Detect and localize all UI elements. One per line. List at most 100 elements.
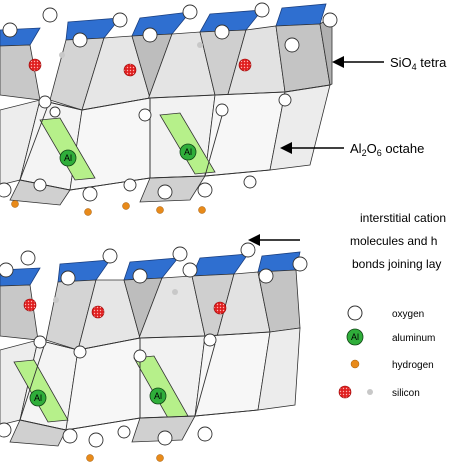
oxygen-atom [254, 2, 270, 18]
oxygen-atom [20, 250, 36, 266]
aluminum-atom-label: Al [34, 393, 42, 403]
upper-oxygen-atoms [0, 2, 338, 202]
oxygen-atom [60, 270, 76, 286]
hydrogen-atom [122, 202, 130, 210]
legend-aluminum-icon [346, 328, 364, 346]
oxygen-atom [62, 428, 78, 444]
sio4-label: SiO4 tetra [390, 55, 447, 72]
legend-hydrogen-icon [350, 359, 360, 369]
hydrogen-atom [84, 208, 92, 216]
upper-edges [19, 84, 331, 191]
oxygen-atom [42, 7, 58, 23]
oxygen-atom [240, 242, 256, 258]
silicon-atom [28, 58, 42, 72]
oxygen-atom [82, 186, 98, 202]
upper-aluminum-atoms: Al Al [59, 143, 197, 167]
oxygen-atom [33, 335, 47, 349]
legend-silicon-hidden-icon [367, 389, 373, 395]
oxygen-atom [292, 256, 308, 272]
oxygen-atom [132, 268, 148, 284]
legend-aluminum-symbol: Al [351, 332, 359, 342]
oxygen-atom [172, 246, 188, 262]
oxygen-atom [38, 95, 52, 109]
oxygen-atom [197, 426, 213, 442]
silicon-atom-hidden [53, 297, 59, 303]
oxygen-atom [102, 248, 118, 264]
silicon-atom [91, 305, 105, 319]
legend-silicon-label: silicon [392, 388, 420, 399]
oxygen-atom [322, 12, 338, 28]
oxygen-atom [258, 268, 274, 284]
arrow-al2o6 [280, 142, 344, 154]
legend-hydrogen-label: hydrogen [392, 360, 434, 371]
oxygen-atom [112, 12, 128, 28]
interstitial-line-2: molecules and h [350, 234, 437, 248]
oxygen-atom [0, 422, 12, 438]
oxygen-atom [2, 22, 18, 38]
silicon-atom-hidden [59, 52, 65, 58]
hydrogen-atom [198, 206, 206, 214]
hydrogen-atom [156, 206, 164, 214]
aluminum-atom [59, 149, 77, 167]
legend-oxygen-label: oxygen [392, 309, 424, 320]
lower-octa-layer [0, 327, 301, 447]
oxygen-atom [123, 178, 137, 192]
aluminum-atom [179, 143, 197, 161]
oxygen-atom [278, 93, 292, 107]
upper-hydrogen-atoms [11, 200, 206, 216]
lower-tetra-faces [0, 269, 301, 351]
lower-silicon-atoms [23, 289, 227, 319]
silicon-atom-hidden [197, 42, 203, 48]
oxygen-atom [88, 432, 104, 448]
oxygen-atom [284, 37, 300, 53]
oxygen-atom [215, 103, 229, 117]
lower-oxygen-atoms [0, 242, 308, 448]
oxygen-atom [203, 333, 217, 347]
upper-tetra-faces [0, 15, 333, 111]
oxygen-atom [182, 4, 198, 20]
arrow-sio4 [332, 56, 384, 68]
legend-aluminum-label: aluminum [392, 333, 435, 344]
oxygen-atom [197, 182, 213, 198]
aluminum-atom [149, 387, 167, 405]
oxygen-atom [72, 32, 88, 48]
hydrogen-atom [86, 454, 94, 462]
lower-aluminum-atoms: Al Al [29, 387, 167, 407]
silicon-atom [23, 298, 37, 312]
silicon-atom-hidden [172, 289, 178, 295]
lower-hydrogen-atoms [86, 454, 164, 462]
oxygen-atom [33, 178, 47, 192]
oxygen-atom [0, 262, 14, 278]
oxygen-atom [157, 184, 173, 200]
legend-oxygen-icon [347, 305, 363, 321]
oxygen-atom [138, 108, 152, 122]
hydrogen-atom [11, 200, 19, 208]
aluminum-atom-label: Al [154, 391, 162, 401]
oxygen-atom [117, 425, 131, 439]
legend: oxygen Al aluminum hydrogen silicon [338, 305, 435, 399]
oxygen-atom [73, 345, 87, 359]
oxygen-atom [133, 349, 147, 363]
silicon-atom [123, 63, 137, 77]
oxygen-atom [182, 262, 198, 278]
aluminum-atom-label: Al [64, 153, 72, 163]
aluminum-atom [29, 389, 47, 407]
legend-silicon-icon [338, 385, 352, 399]
annotations: SiO4 tetra Al2O6 octahe interstitial cat… [248, 55, 447, 271]
al2o6-label: Al2O6 octahe [350, 141, 424, 158]
oxygen-atom [49, 106, 61, 118]
oxygen-atom [157, 430, 173, 446]
arrow-interstitial [248, 234, 300, 246]
oxygen-atom [214, 24, 230, 40]
oxygen-atom [0, 182, 12, 198]
oxygen-atom [142, 27, 158, 43]
lower-layer: Al Al [0, 242, 308, 462]
silicon-atom [238, 58, 252, 72]
silicon-atom [213, 301, 227, 315]
aluminum-atom-label: Al [184, 147, 192, 157]
hydrogen-atom [156, 454, 164, 462]
upper-silicon-atoms [28, 42, 252, 77]
interstitial-line-3: bonds joining lay [352, 257, 441, 271]
